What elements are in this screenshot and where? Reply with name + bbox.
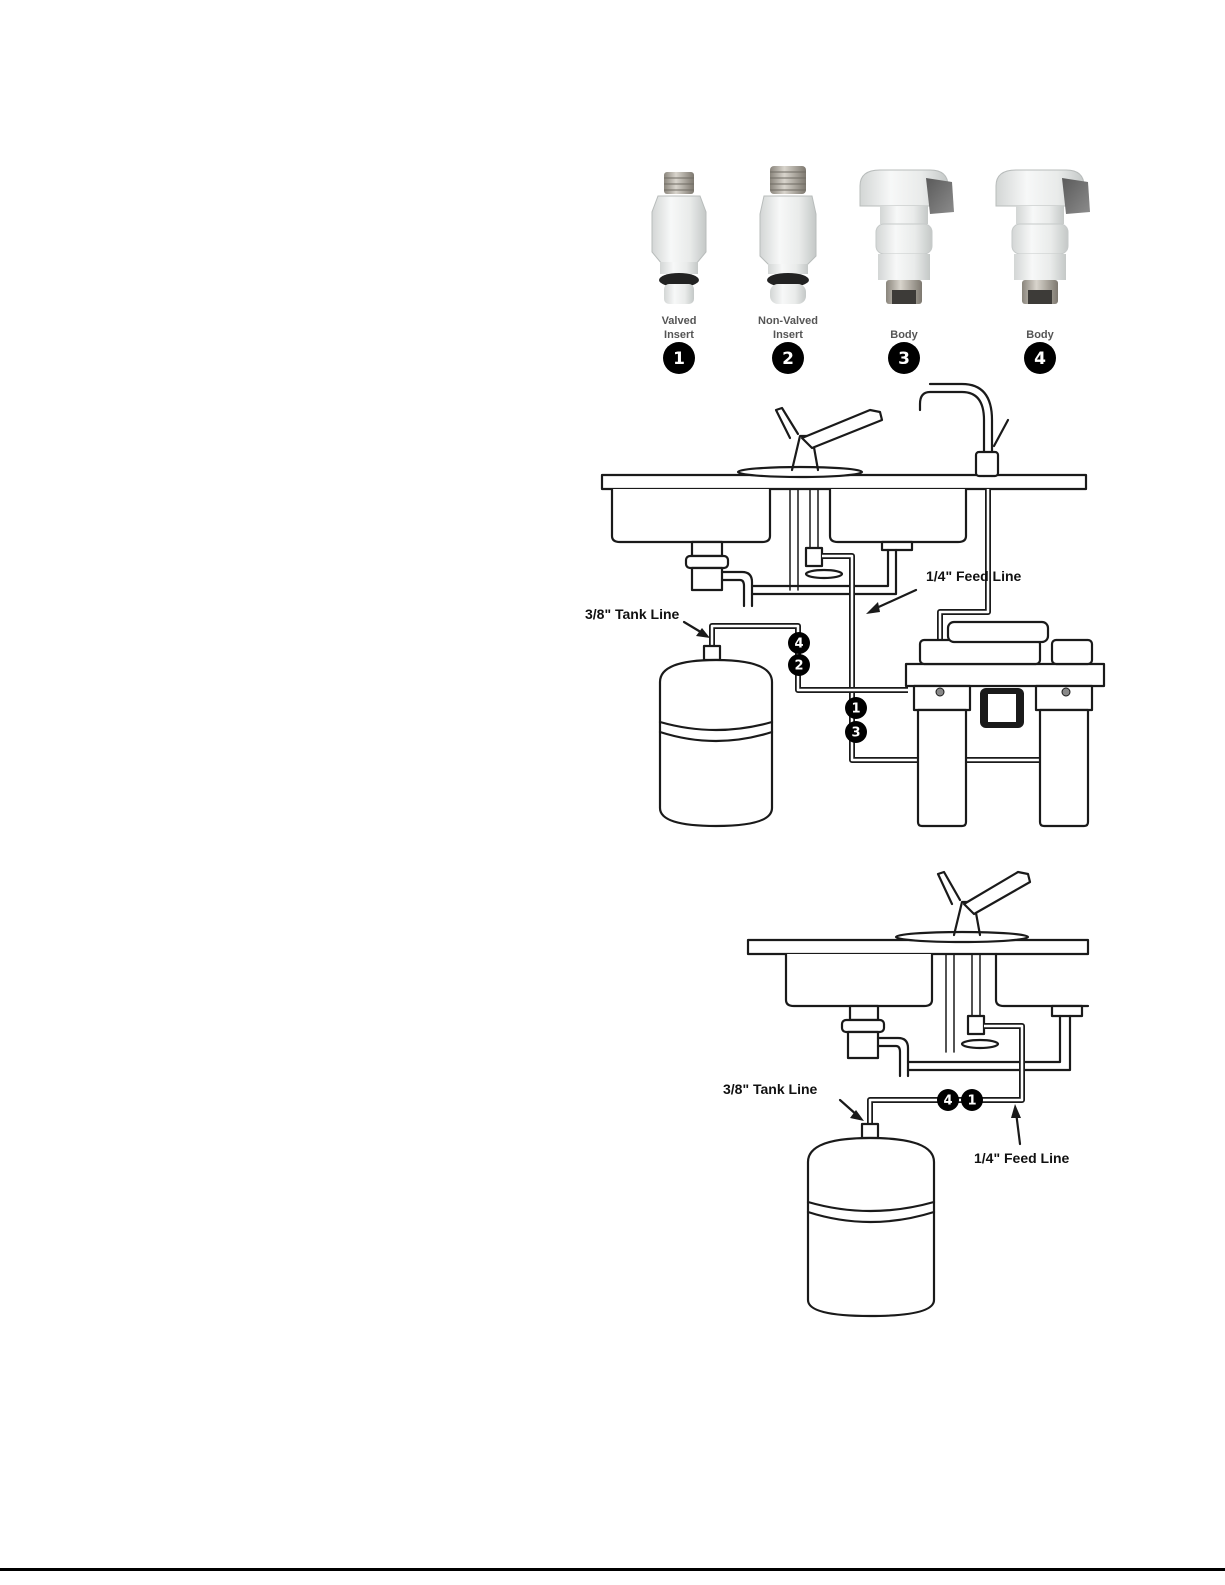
storage-tank-icon	[808, 1124, 934, 1316]
svg-text:1: 1	[967, 1094, 976, 1109]
connector-badge: 3	[845, 721, 867, 743]
svg-text:4: 4	[943, 1094, 952, 1109]
drain-disposal-icon	[842, 1006, 908, 1076]
footer-rule	[0, 1568, 1225, 1571]
countertop	[602, 475, 1086, 489]
part-2: Non-Valved Insert 2	[758, 166, 818, 374]
non-valved-insert-icon	[760, 166, 816, 304]
kitchen-faucet-icon	[738, 408, 882, 477]
part-2-label-line1: Non-Valved	[758, 315, 818, 327]
connector-badge: 2	[788, 654, 810, 676]
feed-valve-icon	[968, 1016, 984, 1034]
storage-tank-icon	[660, 646, 772, 826]
ro-system-icon	[906, 622, 1104, 826]
part-1: Valved Insert 1	[652, 172, 706, 374]
body-fitting-icon	[996, 170, 1090, 304]
part-4-number: 4	[1034, 349, 1046, 369]
part-1-label-line2: Insert	[664, 329, 694, 341]
part-2-label-line2: Insert	[773, 329, 803, 341]
part-3-number: 3	[898, 349, 910, 369]
sink-basin-left	[612, 489, 770, 542]
feed-valve-icon	[806, 548, 822, 566]
tank-line-label: 3/8" Tank Line	[723, 1081, 818, 1097]
part-2-number: 2	[782, 349, 794, 369]
parts-row: Valved Insert 1 Non-Valved Insert 2	[652, 166, 1090, 374]
part-3: Body 3	[860, 170, 954, 374]
svg-text:2: 2	[794, 659, 803, 674]
body-fitting-icon	[860, 170, 954, 304]
part-4: Body 4	[996, 170, 1090, 374]
countertop	[748, 940, 1088, 954]
tank-line-label: 3/8" Tank Line	[585, 606, 680, 622]
connector-badge: 4	[937, 1089, 959, 1111]
diagram-ro-system: 1/4" Feed Line 3/8" Tank Line 4 2 1 3	[585, 384, 1104, 826]
svg-text:1: 1	[851, 702, 860, 717]
part-1-number: 1	[673, 349, 685, 369]
sink-basin-left	[786, 954, 932, 1006]
ro-faucet-icon	[920, 384, 1008, 476]
part-3-label: Body	[890, 329, 918, 341]
drain-disposal-icon	[686, 542, 752, 606]
connector-badge: 1	[961, 1089, 983, 1111]
kitchen-faucet-icon	[896, 872, 1030, 942]
connector-badge: 4	[788, 632, 810, 654]
svg-text:4: 4	[794, 637, 803, 652]
part-1-label-line1: Valved	[662, 315, 697, 327]
feed-line-label: 1/4" Feed Line	[926, 568, 1022, 584]
sink-basin-right	[830, 489, 966, 542]
valved-insert-icon	[652, 172, 706, 304]
connector-badge: 1	[845, 697, 867, 719]
feed-line-label: 1/4" Feed Line	[974, 1150, 1070, 1166]
part-4-label: Body	[1026, 329, 1054, 341]
svg-text:3: 3	[851, 726, 860, 741]
diagram-bypass: 3/8" Tank Line 1/4" Feed Line 4 1	[723, 872, 1088, 1316]
